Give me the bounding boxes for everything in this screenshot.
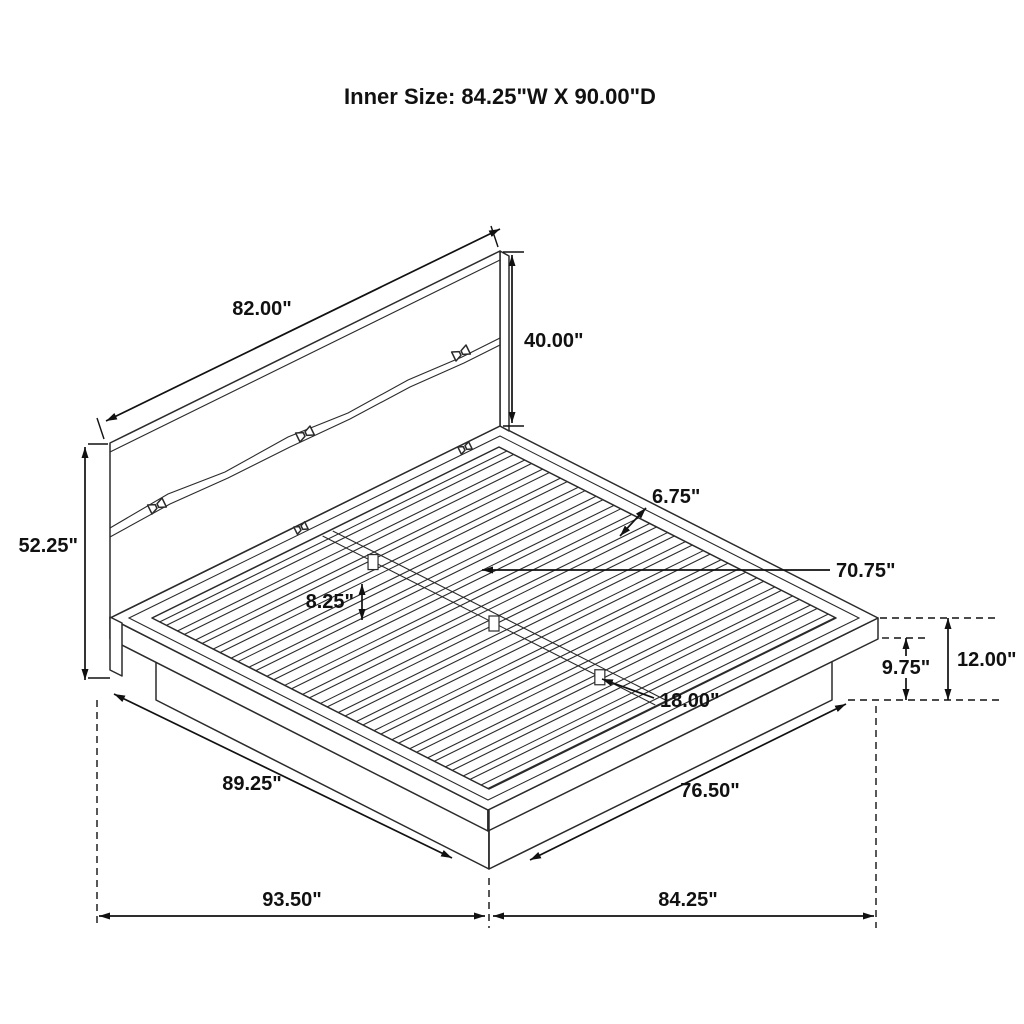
dim-headboard-height-label: 40.00" <box>524 330 584 352</box>
support-foot <box>367 553 379 571</box>
dim-side-length-label: 89.25" <box>222 773 282 795</box>
slat-line <box>230 486 579 659</box>
slat-line <box>344 544 693 717</box>
dim-support-spacing-label: 18.00" <box>660 690 720 712</box>
slat-line <box>255 499 604 672</box>
slat-line <box>177 459 525 632</box>
headboard-leg <box>109 616 123 677</box>
slat-line <box>273 508 622 681</box>
slat-line <box>398 571 746 744</box>
slat-line <box>445 595 793 768</box>
dim-side-length-arrow <box>113 693 453 859</box>
dim-foot-width-label: 76.50" <box>680 780 740 802</box>
dim-slat-width-label: 8.25" <box>306 591 354 613</box>
slat-line <box>266 504 615 677</box>
butterfly-joint-icon <box>294 425 316 443</box>
slat-line <box>451 598 800 771</box>
slat-line <box>237 490 586 663</box>
butterfly-joint-icon <box>146 497 168 515</box>
slat-line <box>219 481 568 653</box>
slat-line <box>355 550 704 723</box>
mattress-slats <box>159 450 836 789</box>
dim-headboard-width-arrow <box>105 228 501 422</box>
slat-line <box>463 604 811 777</box>
slat-line <box>213 477 561 650</box>
dimension-annotations: 82.00" 40.00" 52.25" 6.75" 70.75" 8.25" … <box>18 225 1017 928</box>
slat-line <box>302 522 650 695</box>
slat-line <box>284 513 633 686</box>
dim-base-height-label: 9.75" <box>882 657 930 679</box>
slat-line <box>416 580 764 753</box>
slat-line <box>327 535 675 708</box>
dim-overall-height-label: 12.00" <box>957 649 1017 671</box>
dim-support-spacing-arrow <box>601 678 655 699</box>
slat-line <box>434 589 782 762</box>
dim-overall-width-label: 84.25" <box>658 889 718 911</box>
rail-clip-icon <box>457 441 473 455</box>
slat-line <box>309 526 657 699</box>
dim-slat-gap-arrow <box>619 507 647 537</box>
dim-slat-gap-label: 6.75" <box>652 486 700 508</box>
dim-headboard-total-height-label: 52.25" <box>18 535 78 557</box>
support-foot <box>488 615 500 632</box>
slat-line <box>291 517 639 690</box>
slat-line <box>409 577 758 750</box>
rail-clip-icon <box>293 521 309 535</box>
slat-line <box>159 450 508 623</box>
inner-size-title: Inner Size: 84.25"W X 90.00"D <box>344 84 656 109</box>
dim-foot-width-arrow <box>529 703 847 861</box>
slat-line <box>184 462 532 635</box>
support-foot <box>594 669 606 686</box>
dim-overall-depth-label: 93.50" <box>262 889 322 911</box>
dim-slat-length-label: 70.75" <box>836 560 896 582</box>
dim-headboard-width-label: 82.00" <box>232 298 292 320</box>
slat-line <box>166 453 514 626</box>
slat-line <box>248 495 597 668</box>
